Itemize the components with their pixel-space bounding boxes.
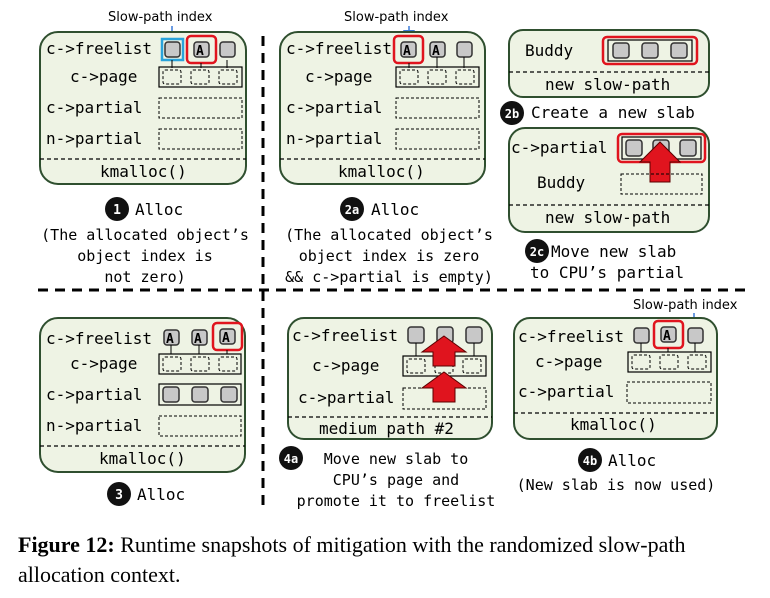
step-1-title: Alloc [135, 200, 183, 219]
red-up-arrow [638, 141, 682, 183]
page-label: c->page [70, 67, 137, 86]
step-2c-line-1: Move new slab [551, 242, 676, 261]
step-4a-line-3: promote it to freelist [297, 492, 496, 510]
step-1-line-2: object index is [77, 247, 212, 265]
freelist-label: c->freelist [46, 39, 152, 58]
diagram: Slow-path index c->freelist A c->page c-… [38, 10, 750, 510]
freelist-label: c->freelist [286, 39, 392, 58]
step-2a-title: Alloc [371, 200, 419, 219]
c-partial-label: c->partial [511, 138, 607, 157]
step-1-line-3: not zero) [104, 268, 185, 286]
step-4b-title: Alloc [608, 451, 656, 470]
page-label: c->page [305, 67, 372, 86]
page-label: c->page [312, 356, 379, 375]
step-2a-line-3: && c->partial is empty) [285, 268, 493, 286]
panel-step-2b: Buddy new slow-path 2b Create a new slab [500, 29, 710, 125]
slow-path-index-label: Slow-path index [108, 10, 213, 25]
step-4a-line-1: Move new slab to [324, 450, 469, 468]
panel-step-2a: Slow-path index c->freelist A A c->page … [279, 10, 493, 286]
n-partial-label: n->partial [46, 129, 142, 148]
object-a-label: A [222, 331, 230, 346]
object-a-label: A [166, 332, 174, 347]
kmalloc-label: kmalloc() [100, 162, 187, 181]
step-3-badge: 3 [115, 488, 123, 503]
c-partial-label: c->partial [286, 98, 382, 117]
figure-caption: Figure 12: Runtime snapshots of mitigati… [18, 530, 758, 590]
panel-step-4a: c->freelist c->page c->partial medium pa… [279, 317, 496, 510]
panel-step-3: c->freelist A A A c->page c->partial n->… [39, 317, 246, 506]
step-2b-title: Create a new slab [531, 103, 695, 122]
n-partial-label: n->partial [46, 416, 142, 435]
step-4b-badge: 4b [583, 454, 597, 468]
page-label: c->page [70, 354, 137, 373]
step-2b-badge: 2b [505, 107, 519, 121]
step-1-line-1: (The allocated object’s [41, 226, 249, 244]
object-a-label: A [194, 332, 202, 347]
step-3-title: Alloc [137, 485, 185, 504]
slow-path-index-label: Slow-path index [633, 298, 738, 313]
freelist-label: c->freelist [518, 327, 624, 346]
red-up-arrow [420, 335, 468, 367]
object-a-label: A [663, 329, 671, 344]
buddy-label: Buddy [537, 173, 586, 192]
step-2c-line-2: to CPU’s partial [530, 263, 684, 282]
caption-text: Runtime snapshots of mitigation with the… [18, 532, 686, 587]
freelist-label: c->freelist [46, 329, 152, 348]
kmalloc-label: kmalloc() [338, 162, 425, 181]
new-slow-path-label: new slow-path [545, 208, 670, 227]
n-partial-label: n->partial [286, 129, 382, 148]
kmalloc-label: kmalloc() [570, 415, 657, 434]
step-4a-line-2: CPU’s page and [333, 471, 459, 489]
step-1-badge: 1 [113, 203, 121, 218]
page-label: c->page [535, 352, 602, 371]
c-partial-label: c->partial [298, 388, 394, 407]
step-4a-badge: 4a [284, 452, 298, 466]
c-partial-label: c->partial [46, 385, 142, 404]
c-partial-label: c->partial [518, 382, 614, 401]
kmalloc-label: kmalloc() [99, 449, 186, 468]
step-4b-line-1: (New slab is now used) [517, 476, 716, 494]
step-2a-line-2: object index is zero [299, 247, 480, 265]
object-a-label: A [432, 44, 440, 59]
new-slow-path-label: new slow-path [545, 75, 670, 94]
caption-label: Figure 12: [18, 532, 115, 557]
red-up-arrow [420, 371, 468, 403]
slow-path-index-label: Slow-path index [344, 10, 449, 25]
object-a-label: A [196, 44, 204, 59]
freelist-label: c->freelist [292, 326, 398, 345]
panel-step-4b: Slow-path index c->freelist A c->page c-… [513, 298, 738, 494]
c-partial-label: c->partial [46, 98, 142, 117]
panel-step-1: Slow-path index c->freelist A c->page c-… [39, 10, 249, 286]
medium-path-label: medium path #2 [319, 419, 454, 438]
panel-step-2c: c->partial Buddy new slow-path 2c Move n… [508, 127, 710, 282]
step-2c-badge: 2c [530, 245, 544, 259]
step-2a-badge: 2a [345, 203, 359, 217]
buddy-label: Buddy [525, 41, 574, 60]
step-2a-line-1: (The allocated object’s [285, 226, 493, 244]
object-a-label: A [403, 44, 411, 59]
